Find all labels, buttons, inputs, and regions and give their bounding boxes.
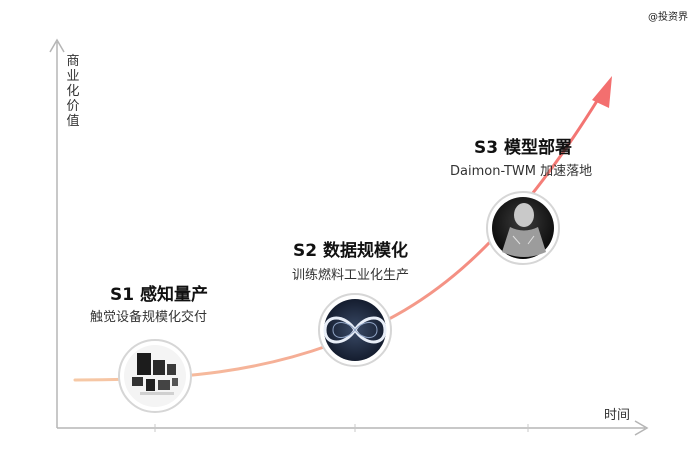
growth-arrowhead	[592, 76, 612, 108]
stage-1-subtitle: 触觉设备规模化交付	[90, 310, 208, 325]
y-axis-label: 商业化价值	[66, 54, 80, 129]
humanoid-model-icon	[502, 203, 546, 257]
tactile-devices-icon	[132, 353, 178, 395]
watermark: @投资界	[648, 12, 688, 23]
infinity-data-icon	[323, 316, 387, 344]
stage-2-node	[318, 293, 392, 367]
stage-3-subtitle: Daimon-TWM 加速落地	[450, 164, 593, 179]
x-axis	[57, 420, 649, 436]
stage-1-node	[118, 339, 192, 413]
stage-2-title: S2 数据规模化	[293, 241, 408, 261]
y-axis	[49, 38, 65, 428]
stage-1-title: S1 感知量产	[110, 285, 208, 305]
stage-3-title: S3 模型部署	[474, 138, 572, 158]
stage-3-node	[486, 191, 560, 265]
stage-2-subtitle: 训练燃料工业化生产	[292, 268, 410, 283]
x-axis-label: 时间	[604, 408, 631, 423]
